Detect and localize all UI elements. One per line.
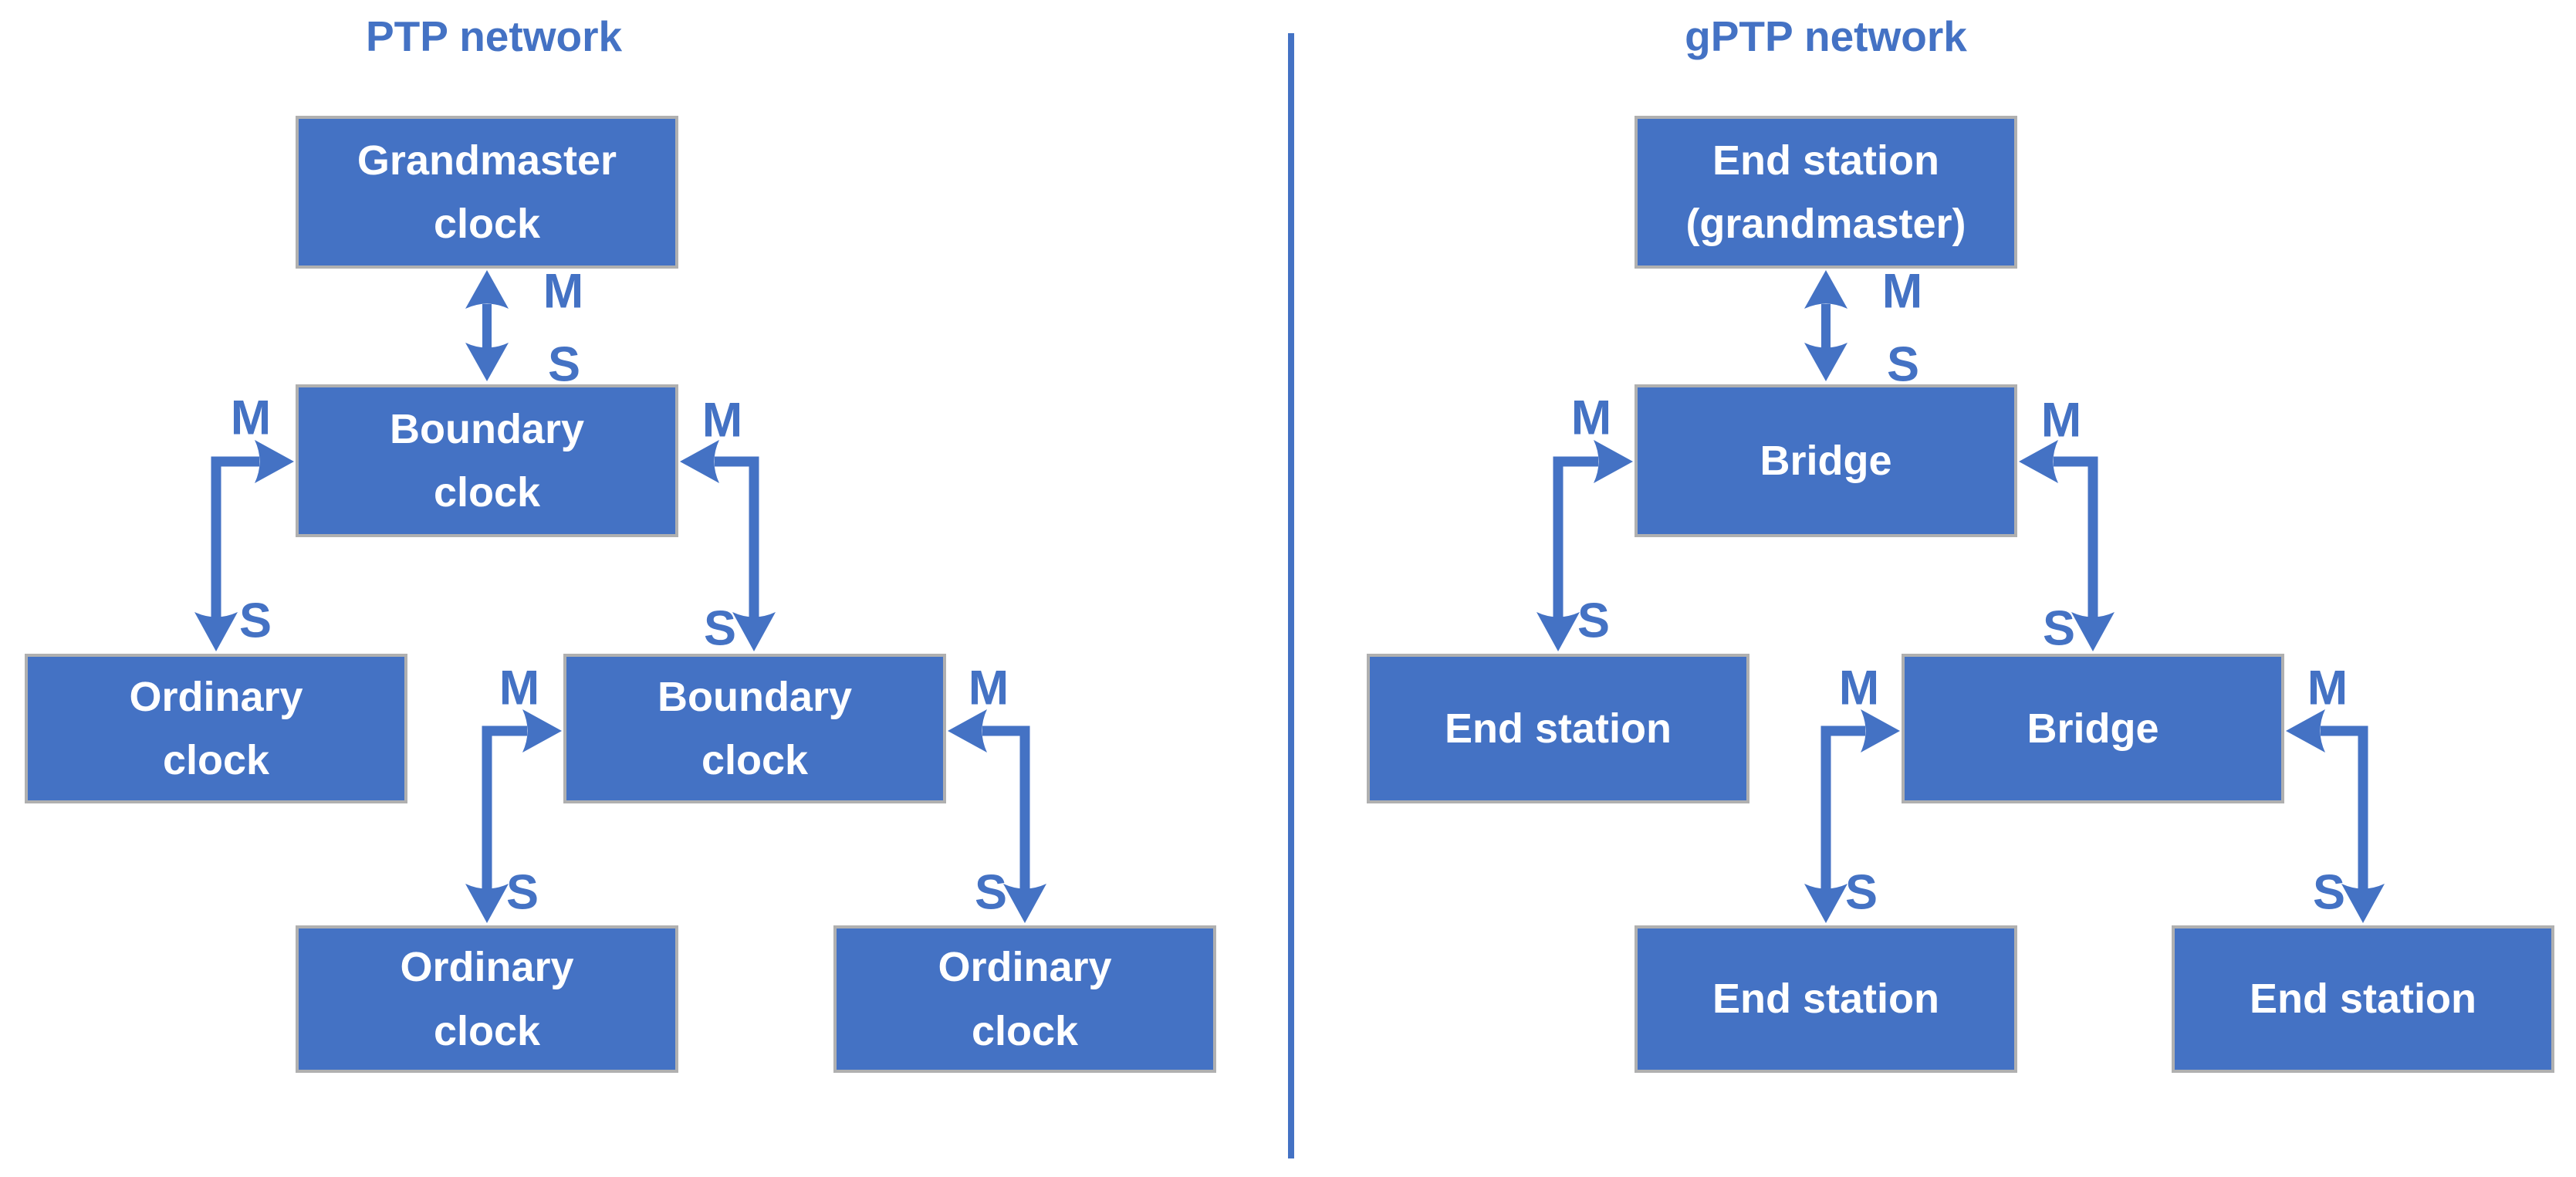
left-panel-title: PTP network bbox=[365, 12, 623, 60]
slave-port-label-6: S bbox=[1886, 337, 1920, 392]
double-arrow-endstation-bridge bbox=[1804, 270, 1847, 381]
elbow-arrow-bridge1-right bbox=[2019, 440, 2115, 651]
double-arrow-grandmaster-boundary bbox=[465, 270, 509, 381]
box-end-station-2: End station bbox=[1635, 925, 2017, 1073]
box-end-station-grandmaster: End station (grandmaster) bbox=[1635, 116, 2017, 269]
elbow-arrow-boundary1-right bbox=[680, 440, 776, 651]
master-port-label-6: M bbox=[1881, 264, 1923, 319]
elbow-arrow-bridge2-left bbox=[1804, 709, 1900, 923]
master-port-label-4: M bbox=[499, 661, 540, 715]
slave-port-label-3: S bbox=[703, 601, 737, 656]
box-ordinary-clock-1: Ordinary clock bbox=[25, 654, 407, 803]
master-port-label-7: M bbox=[1570, 391, 1612, 445]
slave-port-label-9: S bbox=[1844, 865, 1878, 920]
slave-port-label-7: S bbox=[1577, 594, 1611, 648]
elbow-arrow-boundary2-right bbox=[948, 709, 1046, 923]
elbow-arrow-bridge1-left bbox=[1536, 440, 1633, 651]
box-bridge-1: Bridge bbox=[1635, 384, 2017, 537]
elbow-arrow-boundary1-left bbox=[194, 440, 294, 651]
elbow-arrow-bridge2-right bbox=[2286, 709, 2385, 923]
slave-port-label-10: S bbox=[2312, 865, 2346, 920]
box-boundary-clock-2: Boundary clock bbox=[563, 654, 946, 803]
master-port-label-8: M bbox=[2040, 393, 2082, 448]
master-port-label-10: M bbox=[2307, 661, 2348, 715]
master-port-label-3: M bbox=[701, 393, 743, 448]
box-boundary-clock-1: Boundary clock bbox=[296, 384, 678, 537]
master-port-label-5: M bbox=[968, 661, 1009, 715]
slave-port-label-4: S bbox=[505, 865, 539, 920]
box-grandmaster-clock: Grandmaster clock bbox=[296, 116, 678, 269]
box-end-station-3: End station bbox=[2172, 925, 2554, 1073]
slave-port-label-1: S bbox=[547, 337, 581, 392]
master-port-label-9: M bbox=[1838, 661, 1880, 715]
master-port-label-1: M bbox=[543, 264, 584, 319]
slave-port-label-2: S bbox=[238, 594, 272, 648]
slave-port-label-8: S bbox=[2042, 601, 2076, 656]
elbow-arrow-boundary2-left bbox=[465, 709, 562, 923]
slave-port-label-5: S bbox=[974, 865, 1008, 920]
master-port-label-2: M bbox=[230, 391, 272, 445]
box-bridge-2: Bridge bbox=[1902, 654, 2284, 803]
box-ordinary-clock-2: Ordinary clock bbox=[296, 925, 678, 1073]
box-ordinary-clock-3: Ordinary clock bbox=[833, 925, 1216, 1073]
right-panel-title: gPTP network bbox=[1685, 12, 1967, 60]
box-end-station-1: End station bbox=[1367, 654, 1749, 803]
